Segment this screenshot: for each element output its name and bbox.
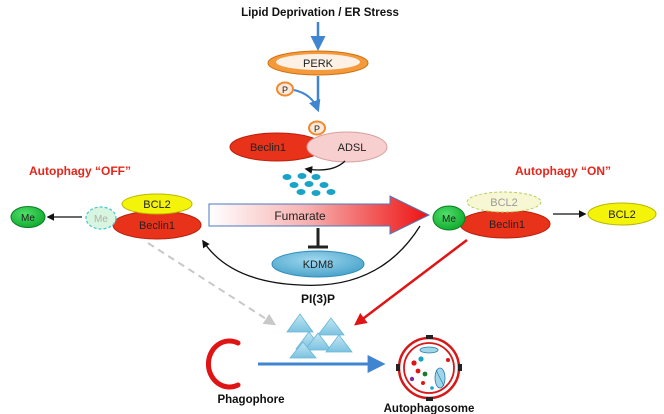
beclin-methylated-complex-on: Beclin1 BCL2 Me — [432, 191, 551, 239]
perk-phosphate: P — [276, 81, 294, 97]
fumarate-label: Fumarate — [274, 209, 326, 223]
autophagy-on-label: Autophagy “ON” — [515, 164, 611, 178]
phospho-transfer-arrow — [293, 89, 321, 113]
fumarate-molecules — [282, 173, 336, 196]
inactive-pi3p-arrow — [147, 242, 277, 326]
released-bcl2-node: BCL2 — [587, 202, 657, 226]
pi3p-label: PI(3)P — [301, 292, 335, 306]
kdm8-label: KDM8 — [303, 259, 334, 271]
on-bcl2-ghost-label: BCL2 — [490, 197, 518, 209]
perk-node: PERK — [267, 50, 369, 76]
released-methyl-left-label: Me — [21, 213, 35, 224]
complex-adsl-label: ADSL — [338, 142, 367, 154]
perk-phosphate-label: P — [282, 85, 288, 95]
on-beclin1-label: Beclin1 — [489, 219, 525, 231]
phagophore-shape — [206, 338, 241, 390]
fumarate-inhibits-kdm8 — [308, 228, 328, 249]
complex-beclin1-label: Beclin1 — [250, 142, 286, 154]
stimulus-label: Lipid Deprivation / ER Stress — [241, 7, 399, 19]
fumarate-arrow: Fumarate — [208, 195, 431, 235]
perk-label: PERK — [303, 58, 334, 70]
autophagosome-shape — [396, 335, 462, 401]
demethylation-arrow — [202, 225, 421, 287]
released-bcl2-label: BCL2 — [608, 209, 636, 221]
autophagosome-label: Autophagosome — [384, 403, 475, 414]
beclin-adsl-complex: Beclin1 ADSL — [229, 131, 388, 163]
pi3p-triangles — [286, 313, 353, 359]
beclin-phosphate-label: P — [314, 124, 320, 134]
autophagy-off-label: Autophagy “OFF” — [29, 164, 131, 178]
off-beclin1-label: Beclin1 — [139, 220, 175, 232]
beclin-bcl2-complex-off: Beclin1 BCL2 Me — [85, 193, 202, 240]
kdm8-node: KDM8 — [271, 250, 365, 278]
released-methyl-left: Me — [10, 206, 46, 228]
off-bcl2-label: BCL2 — [143, 199, 171, 211]
active-pi3p-arrow — [354, 239, 468, 326]
adsl-to-fumarate-arrow — [304, 160, 346, 174]
on-methyl-label: Me — [442, 214, 456, 225]
beclin-phosphate: P — [308, 120, 326, 136]
off-methyl-ghost-label: Me — [94, 214, 108, 225]
phagophore-label: Phagophore — [217, 394, 284, 406]
